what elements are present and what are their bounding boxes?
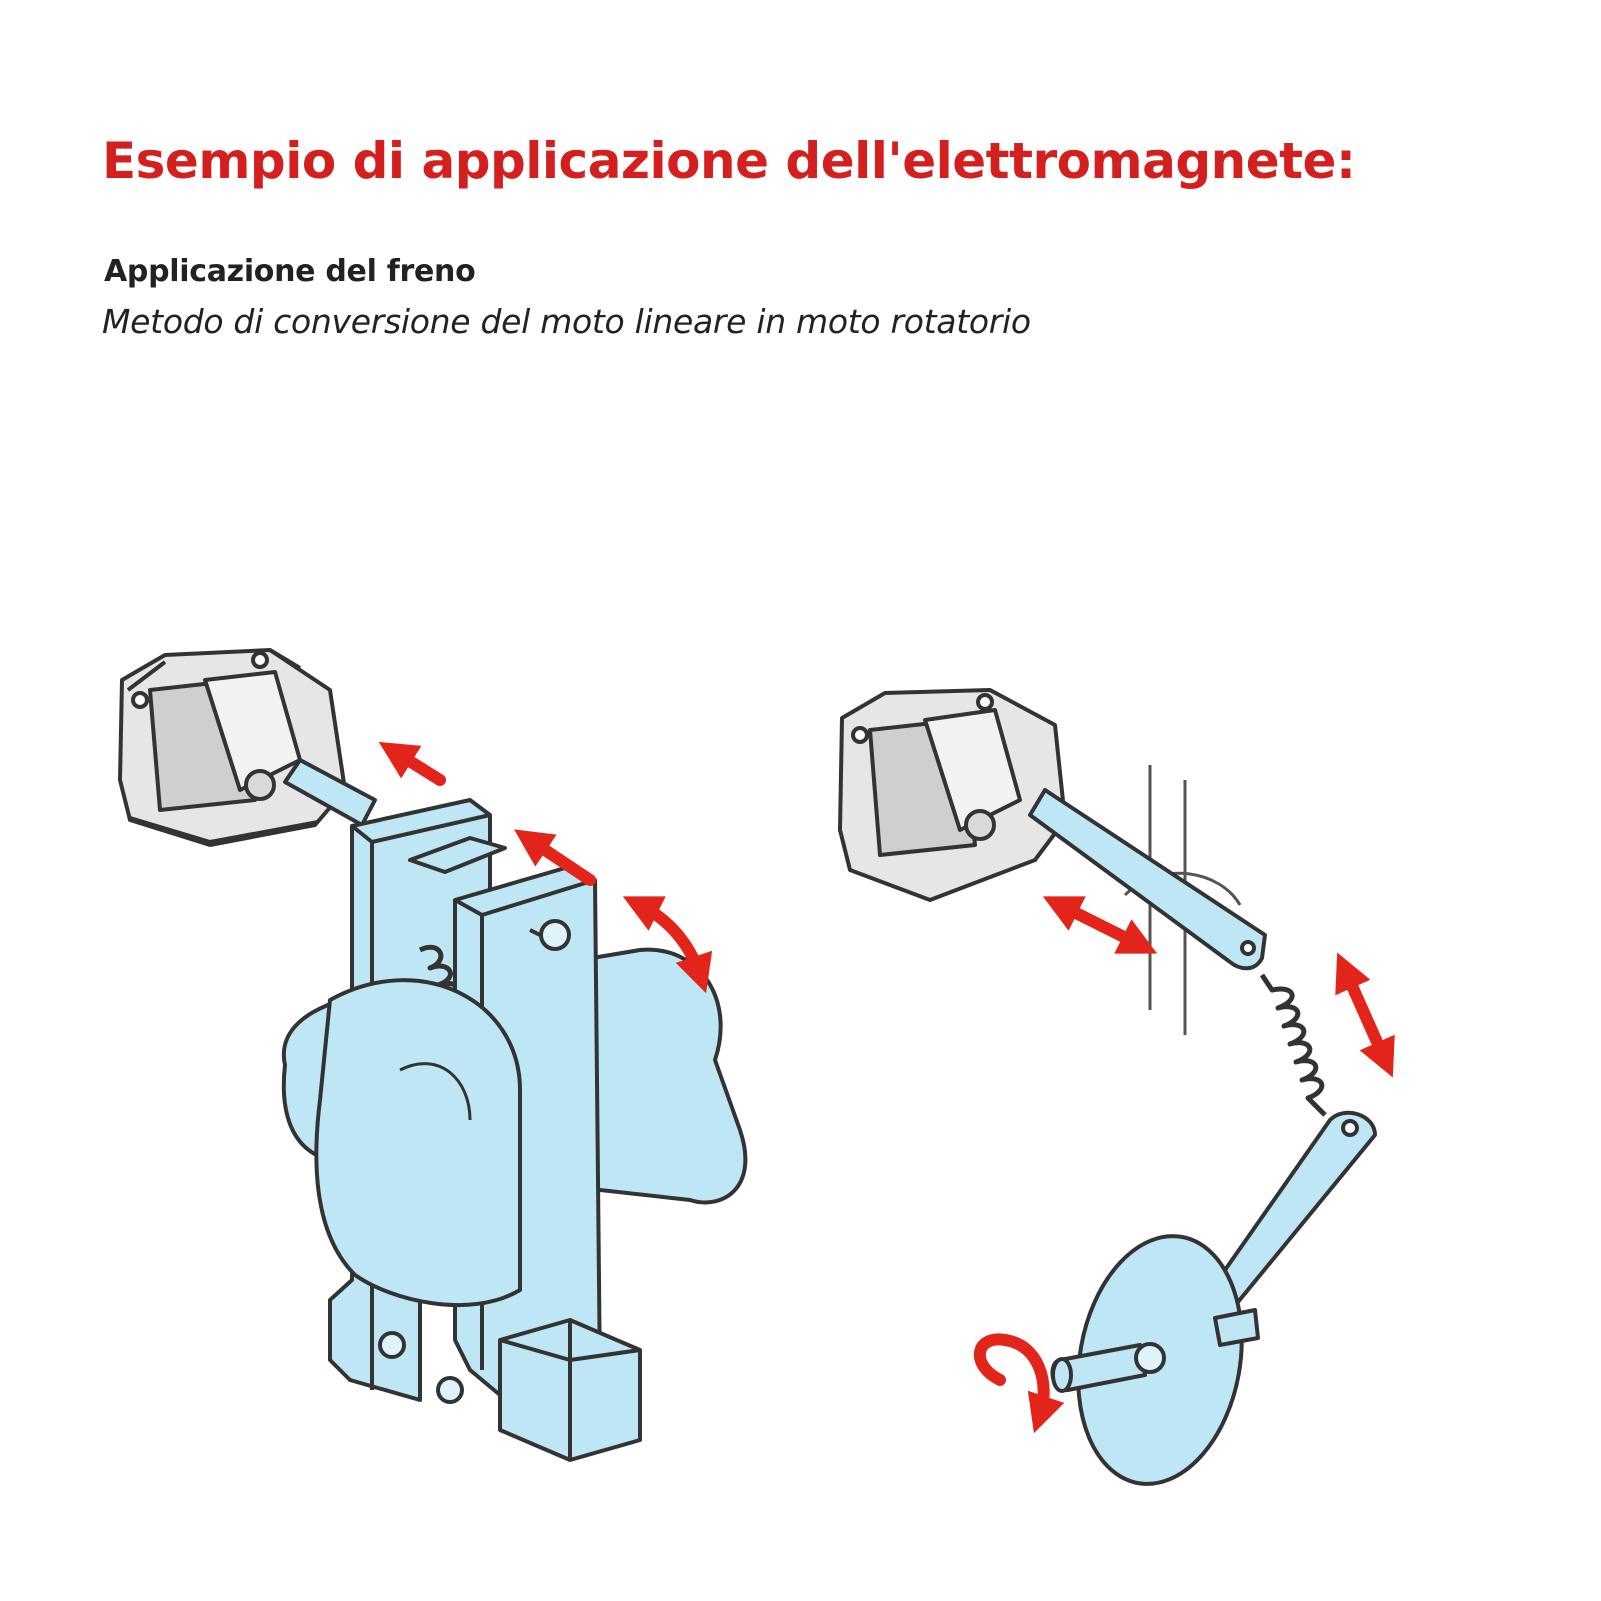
double-arrow-icon <box>1335 952 1395 1078</box>
double-arrow-icon <box>1042 896 1158 954</box>
spring-icon <box>1259 973 1327 1117</box>
arrow-icon <box>378 741 446 786</box>
solenoid-right-icon <box>838 688 1067 902</box>
arrow-icon <box>514 829 596 886</box>
motion-arrows-right <box>974 896 1395 1434</box>
section-subtitle: Applicazione del freno <box>104 254 476 289</box>
double-arrow-icon <box>622 896 713 994</box>
linear-to-rotary <box>838 688 1377 1486</box>
rotate-arrow-icon <box>974 1333 1065 1434</box>
solenoid-left-icon <box>118 648 347 847</box>
brake-mechanism <box>118 648 748 1462</box>
page-title: Esempio di applicazione dell'elettromagn… <box>102 132 1356 190</box>
motion-arrows-left <box>378 741 713 994</box>
section-caption: Metodo di conversione del moto lineare i… <box>102 302 1031 341</box>
